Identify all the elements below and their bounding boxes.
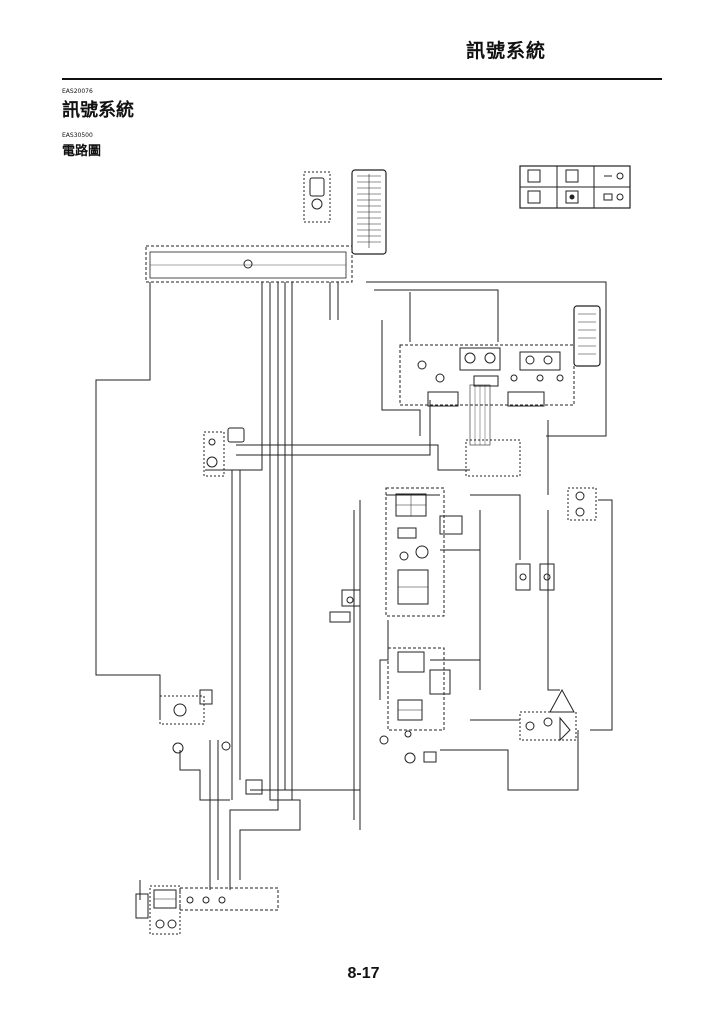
middle-cluster (385, 487, 463, 617)
running-header-title: 訊號系統 (466, 40, 547, 62)
subsection-code: EAS30500 (62, 132, 93, 139)
connector-right (573, 305, 601, 367)
section-title: 訊號系統 (62, 100, 134, 121)
main-harness-block (145, 245, 353, 283)
legend-box (519, 165, 631, 209)
section-code: EAS20076 (62, 88, 93, 95)
bottom-cluster (135, 885, 279, 935)
page-number: 8-17 (347, 965, 380, 982)
lower-cluster (379, 647, 451, 764)
small-connector-top (309, 177, 325, 197)
right-side-elements (515, 487, 597, 742)
connector-top-left (351, 169, 387, 255)
subsection-title: 電路圖 (62, 144, 102, 159)
header-rule (62, 78, 662, 80)
lower-left-cluster (159, 689, 263, 795)
central-module (399, 344, 575, 407)
terminal-top (311, 198, 323, 210)
